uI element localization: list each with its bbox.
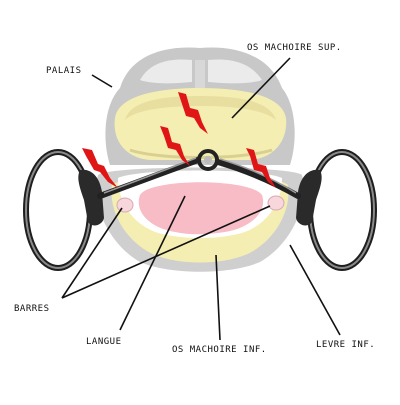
label-palate: PALAIS	[46, 66, 82, 76]
upper-jaw-bone-shading	[125, 96, 276, 120]
bit-mouthpiece-right-shine	[219, 158, 297, 194]
label-upper-jaw-bone: OS MACHOIRE SUP.	[247, 43, 342, 53]
leader-bars-right	[61, 205, 271, 299]
leader-lower-jaw	[215, 254, 221, 341]
pain-markers	[82, 92, 276, 188]
label-bars: BARRES	[14, 304, 50, 314]
pain-icon	[82, 148, 118, 188]
pain-icon	[160, 126, 190, 166]
palate-cavity-right	[208, 59, 262, 84]
pain-icon	[246, 148, 276, 188]
leader-palate	[91, 74, 113, 88]
label-lower-jaw-bone: OS MACHOIRE INF.	[172, 345, 267, 355]
palate-septum	[195, 60, 205, 88]
bit-cheek-right	[296, 169, 322, 226]
label-tongue: LANGUE	[86, 337, 122, 347]
leader-bars-left	[61, 207, 123, 299]
bit-center-joint-inner	[204, 156, 212, 164]
leader-upper-jaw	[231, 57, 291, 119]
bit-center-joint	[197, 149, 219, 171]
bar-right	[267, 195, 285, 211]
bit-ring-left-highlight	[25, 151, 91, 269]
bit-mouthpiece-right	[215, 159, 301, 199]
leader-tongue	[119, 195, 186, 331]
leader-lower-lip	[289, 244, 341, 336]
tongue	[138, 182, 264, 235]
bar-left	[116, 197, 134, 213]
leader-lines	[61, 57, 341, 341]
palate-cavity-left	[140, 59, 192, 84]
pain-icon	[178, 92, 208, 134]
bit-ring-right-highlight	[309, 151, 375, 269]
bit-cheek-left	[78, 169, 104, 226]
label-lower-lip: LEVRE INF.	[316, 340, 376, 350]
